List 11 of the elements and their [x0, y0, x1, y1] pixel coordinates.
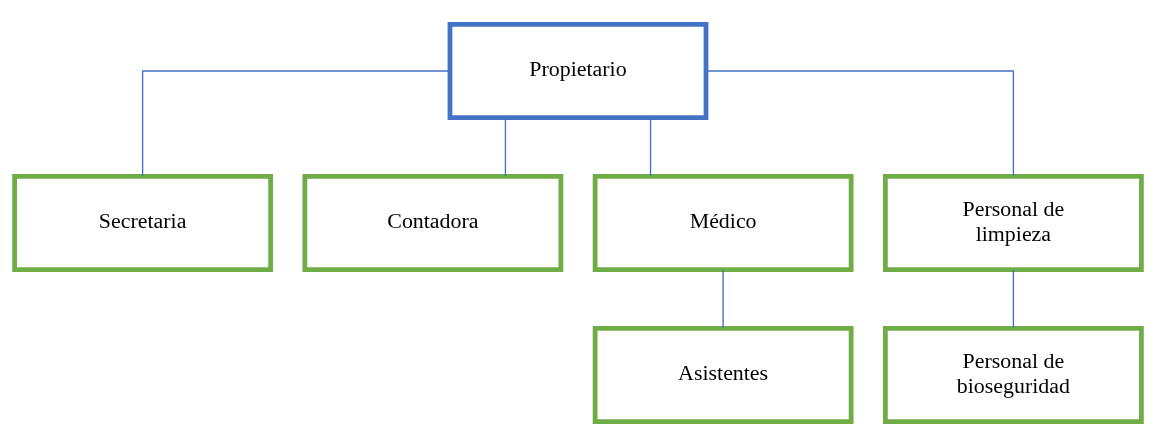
node-box: Propietario	[447, 21, 709, 120]
connector	[722, 268, 724, 329]
node-box: Secretaria	[12, 173, 274, 272]
node-box: Contadora	[302, 173, 564, 272]
connector	[1012, 268, 1015, 329]
node-box: Asistentes	[592, 325, 854, 424]
node-box: Médico	[592, 173, 854, 272]
connector	[141, 69, 451, 177]
node-box: Personal de bioseguridad	[882, 325, 1144, 424]
connector	[705, 69, 1015, 177]
node-box: Personal de limpieza	[882, 173, 1144, 272]
